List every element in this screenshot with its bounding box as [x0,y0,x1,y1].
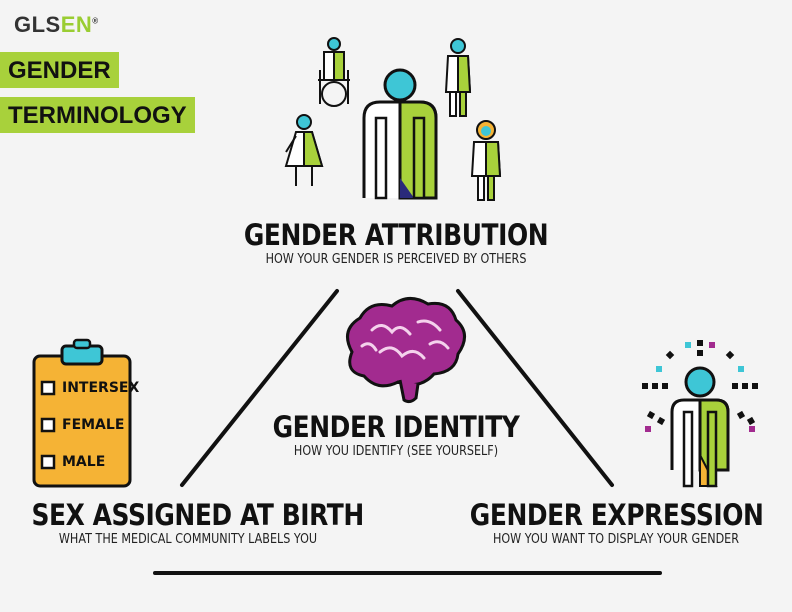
checkbox-male [40,454,56,470]
clipboard-item-male: MALE [62,454,106,470]
edge-attribution-sex [180,289,339,487]
clipboard-item-female: FEMALE [62,417,125,433]
people-group-icon [284,37,502,201]
clipboard-item-intersex: INTERSEX [62,380,140,396]
node-gender-expression: GENDER EXPRESSION HOW YOU WANT TO DISPLA… [446,498,786,547]
title-line-1: GENDER [0,52,119,88]
radiant-person-icon [642,340,758,488]
clipboard-icon [32,338,132,488]
node-gender-identity: GENDER IDENTITY HOW YOU IDENTIFY (SEE YO… [196,410,596,459]
person-small-icon [444,38,472,117]
checkbox-female [40,417,56,433]
expression-heading: GENDER EXPRESSION [469,498,764,532]
sex-subtitle: WHAT THE MEDICAL COMMUNITY LABELS YOU [58,532,318,547]
edge-attribution-expression [456,289,614,487]
identity-subtitle: HOW YOU IDENTIFY (SEE YOURSELF) [293,444,499,459]
attribution-subtitle: HOW YOUR GENDER IS PERCEIVED BY OTHERS [265,252,527,267]
node-sex-assigned-at-birth: SEX ASSIGNED AT BIRTH WHAT THE MEDICAL C… [6,498,370,547]
expression-subtitle: HOW YOU WANT TO DISPLAY YOUR GENDER [492,532,740,547]
sex-heading: SEX ASSIGNED AT BIRTH [31,498,364,532]
identity-heading: GENDER IDENTITY [272,410,520,444]
checkbox-intersex [40,380,56,396]
node-gender-attribution: GENDER ATTRIBUTION HOW YOUR GENDER IS PE… [196,218,596,267]
attribution-heading: GENDER ATTRIBUTION [243,218,549,252]
hijab-person-icon [470,120,502,201]
brain-icon [346,297,466,404]
title-line-2: TERMINOLOGY [0,97,195,133]
dress-person-icon [284,114,324,186]
central-person-icon [362,68,438,200]
glsen-logo: GLSEN® [14,12,99,37]
wheelchair-person-icon [318,37,350,107]
